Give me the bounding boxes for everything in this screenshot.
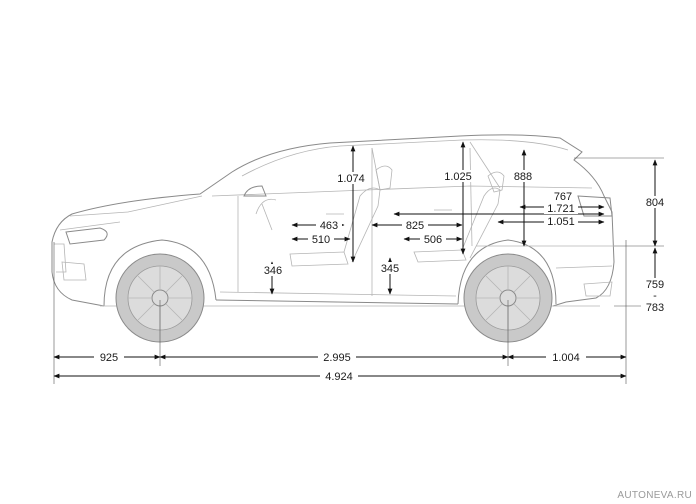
ride-height-label: 759 (646, 279, 664, 291)
overall-length-label: 4.924 (325, 371, 353, 383)
front-wheel (115, 253, 205, 343)
rear-seat-depth-label: 506 (424, 234, 442, 246)
rear-seat-height-label: 345 (381, 263, 399, 275)
front-knee-label: 463 (320, 220, 338, 232)
front-seat-height-label: 346 (264, 265, 282, 277)
front-overhang-label: 925 (100, 352, 118, 364)
front-seat-depth-label: 510 (312, 234, 330, 246)
rear-overhang-label: 1.004 (552, 352, 580, 364)
rear-knee-label: 825 (406, 220, 424, 232)
cargo-length-short-label: 767 (554, 191, 572, 203)
cargo-length-long-label: 1.721 (547, 203, 575, 215)
watermark: AUTONEVA.RU (617, 490, 692, 501)
wheelbase-label: 2.995 (323, 352, 351, 364)
cargo-length-mid-label: 1.051 (547, 216, 575, 228)
front-headroom-label: 1.074 (337, 173, 365, 185)
overall-height-label: 804 (646, 197, 664, 209)
seat-outlines (255, 165, 614, 267)
cargo-height-label: 888 (514, 171, 532, 183)
ride-height-alt-label: 783 (646, 302, 664, 314)
ride-height-separator: - (653, 290, 657, 302)
dimension-labels: 1.074 1.025 888 767 1.721 1.051 804 463 … (94, 170, 669, 383)
rear-headroom-label: 1.025 (444, 171, 472, 183)
